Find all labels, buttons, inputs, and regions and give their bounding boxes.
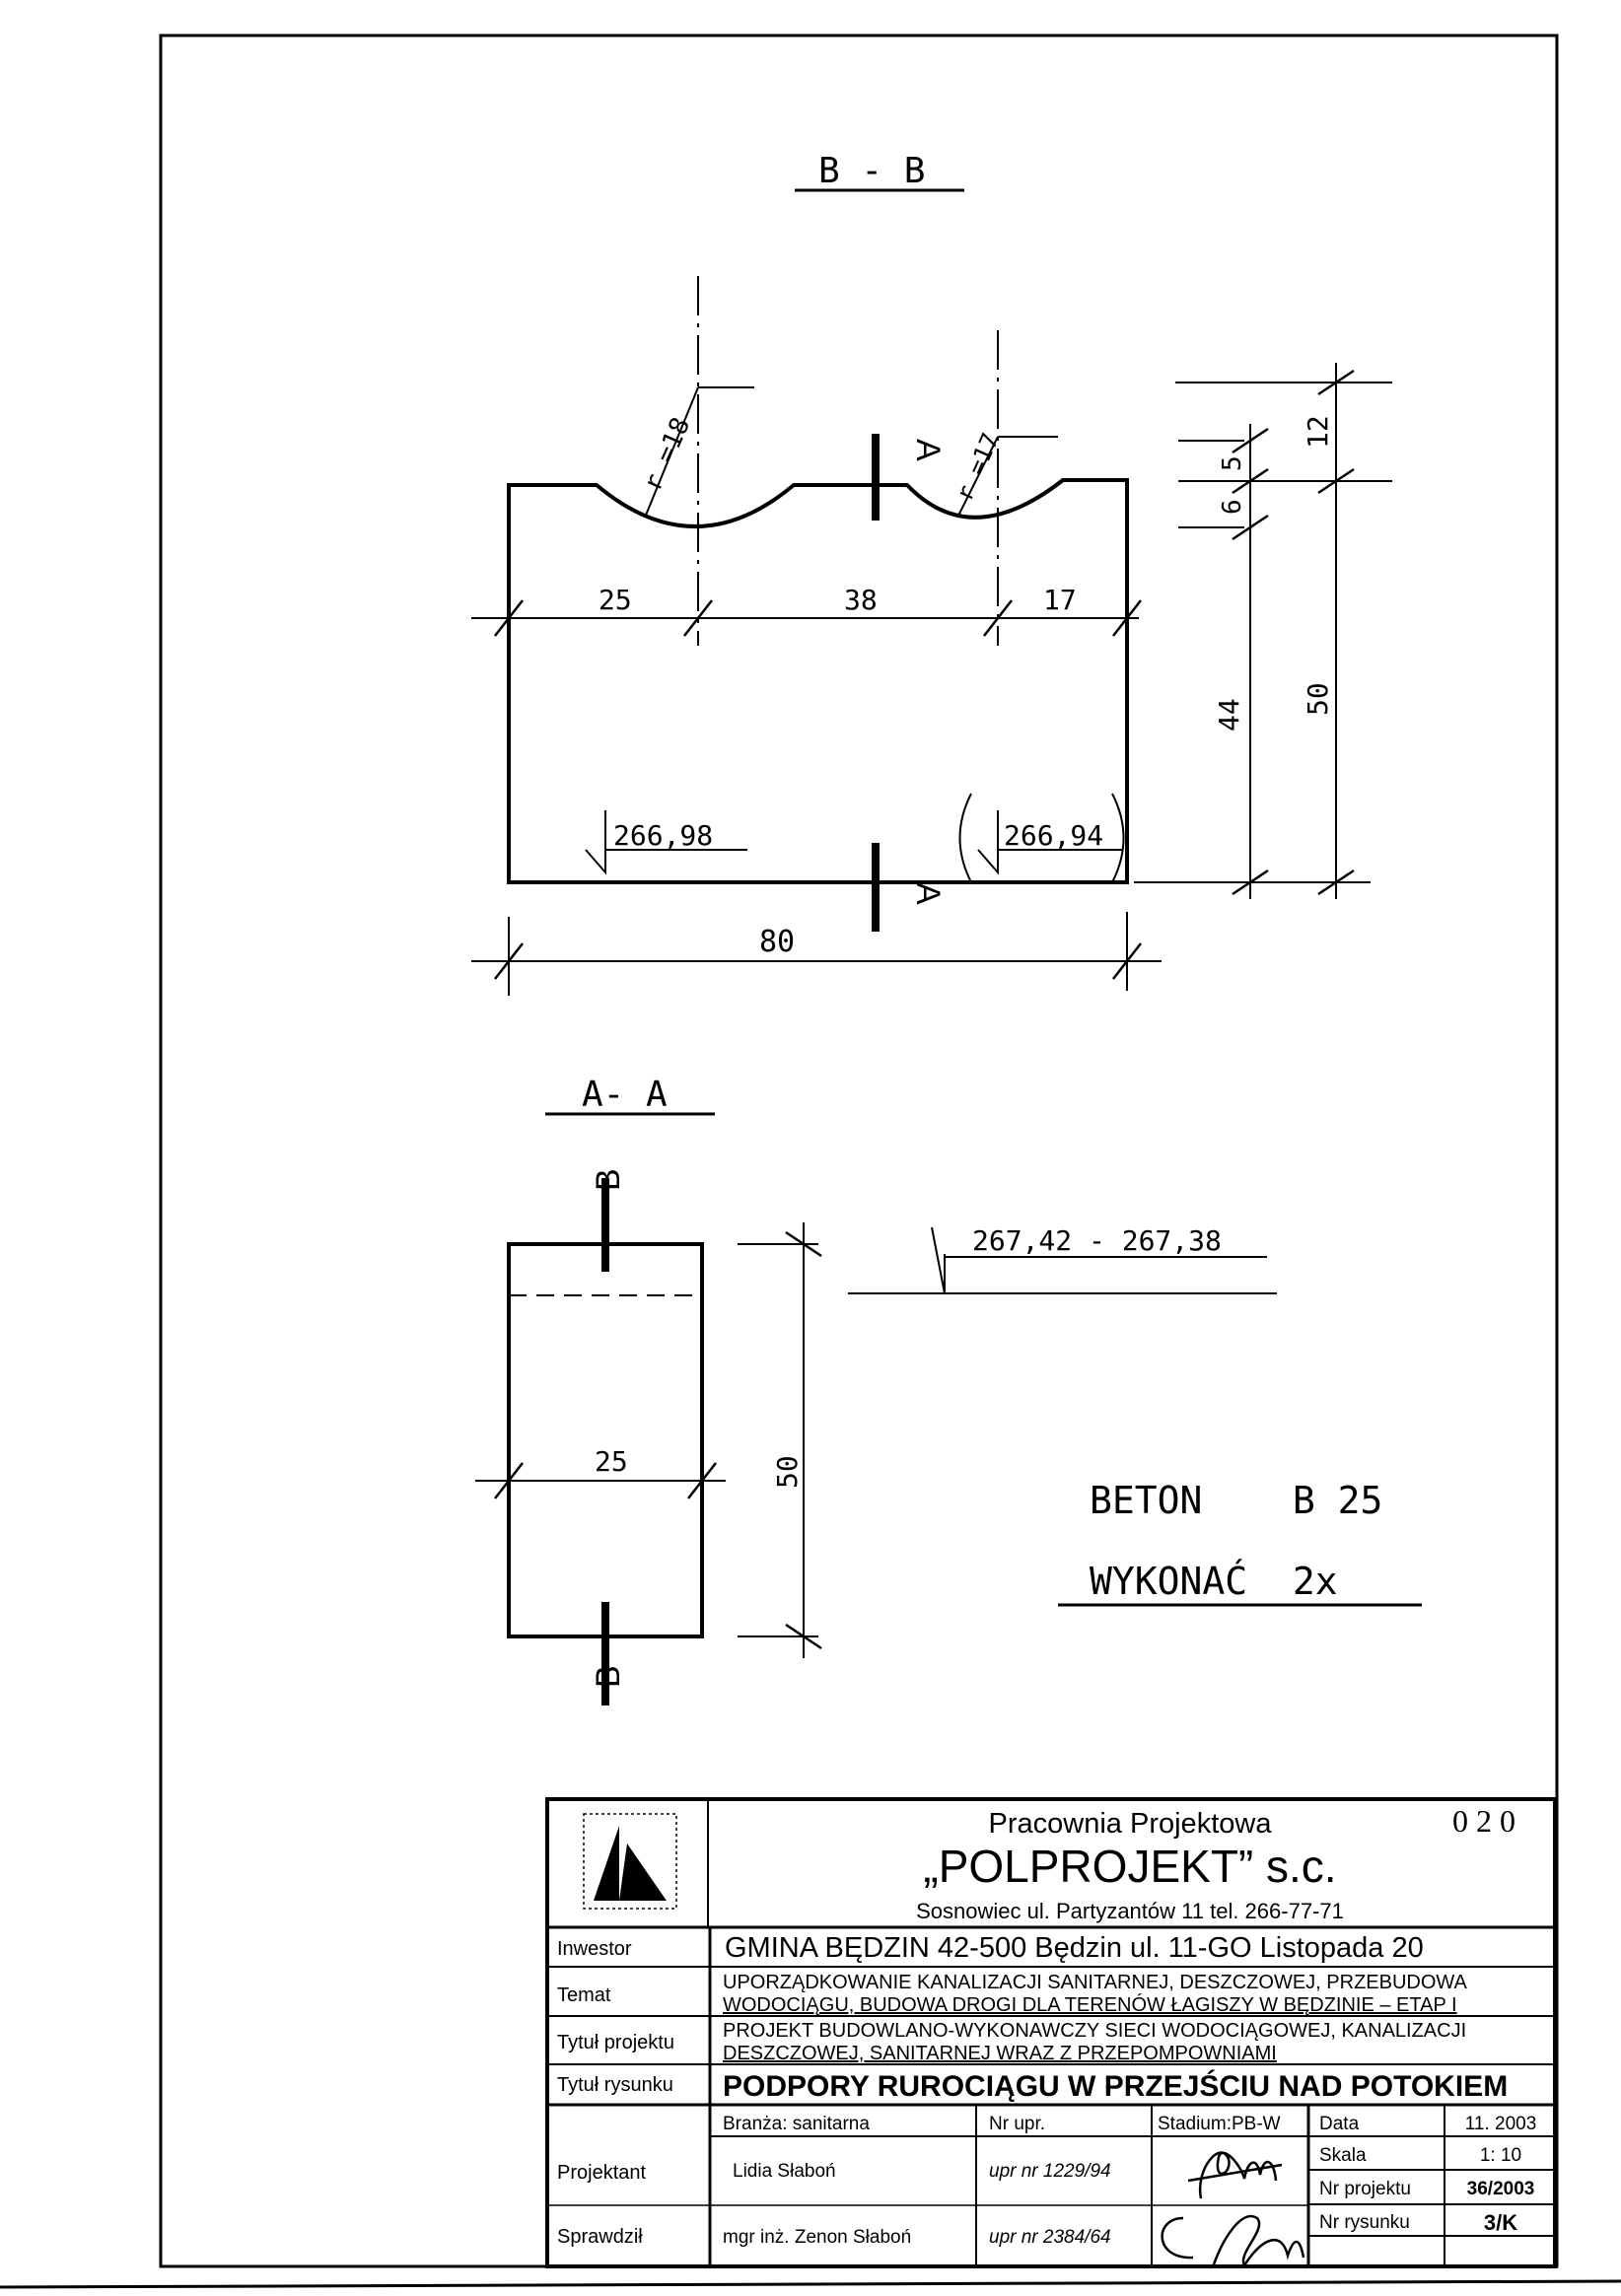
company-logo xyxy=(594,1826,667,1901)
level-marker-right xyxy=(977,810,1122,875)
project-number-label: Nr projektu xyxy=(1319,2179,1411,2199)
dim-tick-1 xyxy=(494,599,524,637)
checker-label: Sprawdził xyxy=(557,2226,643,2248)
level-bracket-right xyxy=(1111,793,1125,883)
section-marker-a-bottom: A xyxy=(909,882,947,905)
tick-v50-895 xyxy=(1317,869,1355,896)
tick-v-535 xyxy=(1232,514,1269,541)
note-quantity: WYKONAĆ 2x xyxy=(1090,1560,1338,1603)
dim-tick-4 xyxy=(1112,599,1142,637)
dim-5: 5 xyxy=(1218,455,1247,471)
notes: BETON B 25 WYKONAĆ 2x xyxy=(1058,1479,1422,1607)
section-marker-a-top: A xyxy=(909,439,947,461)
dim-tick-25-aa-left xyxy=(494,1462,524,1499)
level-marker-left xyxy=(585,810,747,875)
level-marker-aa xyxy=(848,1226,1277,1294)
note-concrete: BETON B 25 xyxy=(1090,1479,1382,1522)
project-number-value: 36/2003 xyxy=(1467,2179,1535,2199)
date-label: Data xyxy=(1319,2114,1360,2134)
tick-v-447 xyxy=(1232,427,1269,454)
investor-label: Inwestor xyxy=(557,1938,632,1960)
section-bb: B - B r =18 r =17 A A 25 38 17 8 xyxy=(471,151,1392,996)
support-block-outline-bb xyxy=(507,478,1129,884)
level-left: 266,98 xyxy=(613,819,713,852)
sheet-code: 0 2 0 xyxy=(1452,1803,1515,1839)
permit-header: Nr upr. xyxy=(989,2114,1045,2134)
section-aa-title: A- A xyxy=(582,1075,668,1115)
drawing-number-value: 3/K xyxy=(1484,2210,1517,2235)
dim-80: 80 xyxy=(759,925,795,959)
stage-value: Stadium:PB-W xyxy=(1158,2114,1281,2134)
project-label: Tytuł projektu xyxy=(557,2032,674,2053)
project-line2: DESZCZOWEJ, SANITARNEJ WRAZ Z PRZEPOMPOW… xyxy=(723,2043,1277,2064)
topic-line2: WODOCIĄGU, BUDOWA DROGI DLA TERENÓW ŁAGI… xyxy=(723,1993,1457,2016)
section-bb-title: B - B xyxy=(818,151,925,191)
scale-label: Skala xyxy=(1319,2145,1367,2166)
topic-line1: UPORZĄDKOWANIE KANALIZACJI SANITARNEJ, D… xyxy=(723,1972,1468,1993)
radius-leader-left xyxy=(644,386,699,519)
dim-25-bb: 25 xyxy=(599,584,632,616)
dim-tick-80-left xyxy=(494,942,524,980)
radius-label-right: r =17 xyxy=(951,429,1005,505)
level-bracket-left xyxy=(958,793,972,883)
dim-25-aa: 25 xyxy=(595,1445,628,1478)
designer-permit: upr nr 1229/94 xyxy=(989,2161,1111,2182)
scale-value: 1: 10 xyxy=(1480,2145,1521,2166)
company-logo-frame xyxy=(583,1813,677,1910)
section-marker-b-top: B xyxy=(590,1168,627,1191)
dim-38-bb: 38 xyxy=(844,584,878,616)
drawing-number-label: Nr rysunku xyxy=(1319,2212,1410,2233)
branch-value: Branża: sanitarna xyxy=(723,2114,870,2134)
dim-tick-2 xyxy=(683,599,713,637)
tick-v50-488 xyxy=(1317,467,1355,495)
project-line1: PROJEKT BUDOWLANO-WYKONAWCZY SIECI WODOC… xyxy=(723,2020,1466,2042)
company-address: Sosnowiec ul. Partyzantów 11 tel. 266-77… xyxy=(916,1899,1344,1923)
dim-tick-25-aa-right xyxy=(687,1462,717,1499)
dim-tick-50-aa-bottom xyxy=(785,1623,822,1650)
designer-name: Lidia Słaboń xyxy=(733,2161,836,2182)
date-value: 11. 2003 xyxy=(1465,2114,1537,2134)
dim-50-aa: 50 xyxy=(771,1455,804,1489)
drawing-title-label: Tytuł rysunku xyxy=(557,2074,673,2096)
dim-tick-3 xyxy=(983,599,1013,637)
title-block: Pracownia Projektowa „POLPROJEKT” s.c. S… xyxy=(545,1797,1557,2268)
level-aa: 267,42 - 267,38 xyxy=(972,1224,1222,1257)
checker-name: mgr inż. Zenon Słaboń xyxy=(723,2227,911,2248)
sheet-bottom-edge xyxy=(0,2279,1621,2289)
drawing-title-value: PODPORY RUROCIĄGU W PRZEJŚCIU NAD POTOKI… xyxy=(723,2069,1508,2103)
company-name: „POLPROJEKT” s.c. xyxy=(923,1841,1336,1892)
signature-checker xyxy=(1161,2214,1305,2268)
dim-tick-50-aa-top xyxy=(785,1230,822,1258)
dim-17-bb: 17 xyxy=(1043,584,1077,616)
dim-50-bb: 50 xyxy=(1302,682,1334,716)
support-block-outline-aa xyxy=(507,1242,704,1638)
designer-label: Projektant xyxy=(557,2162,646,2184)
radius-leader-right xyxy=(956,436,999,519)
radius-label-left: r =18 xyxy=(638,413,696,496)
tick-v-488 xyxy=(1232,467,1269,495)
level-right: 266,94 xyxy=(1004,819,1103,852)
dim-44: 44 xyxy=(1213,698,1245,731)
tick-v-895 xyxy=(1232,869,1269,896)
dim-tick-80-right xyxy=(1112,942,1142,980)
investor-value: GMINA BĘDZIN 42-500 Będzin ul. 11-GO Lis… xyxy=(725,1932,1424,1964)
section-marker-b-bottom: B xyxy=(590,1665,627,1688)
title-block-frame xyxy=(545,1797,1557,2268)
dim-6: 6 xyxy=(1218,499,1247,515)
checker-permit: upr nr 2384/64 xyxy=(989,2227,1111,2248)
signature-designer xyxy=(1187,2151,1283,2199)
topic-label: Temat xyxy=(557,1984,611,2006)
tick-v50-388 xyxy=(1317,369,1355,396)
section-aa: A- A B B 25 50 267,42 - 267,38 xyxy=(475,1075,1277,1705)
dim-12: 12 xyxy=(1302,415,1334,449)
studio-line: Pracownia Projektowa xyxy=(989,1808,1273,1840)
